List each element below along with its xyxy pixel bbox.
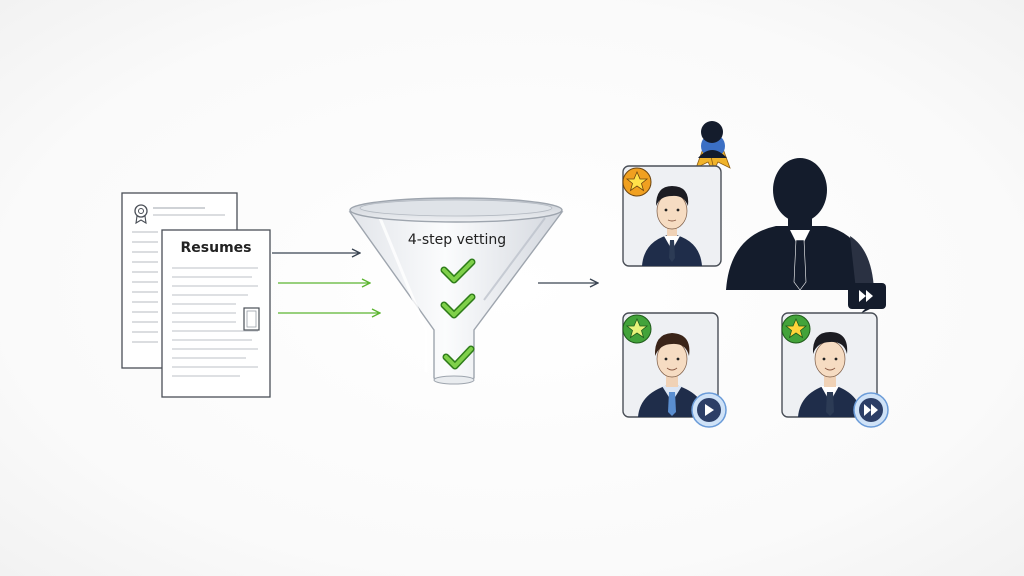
star-badge-icon [622,314,652,344]
play-video-icon[interactable] [853,392,889,428]
checkmark-icon [442,345,475,370]
candidate-card[interactable] [622,312,727,428]
resumes-label: Resumes [180,240,252,256]
checkmark-icon [440,258,476,284]
photo-placeholder-icon [243,307,260,331]
resume-front-document [161,229,271,398]
person-silhouette-icon [726,158,874,291]
candidate-card[interactable] [622,165,722,267]
funnel-icon [348,197,564,385]
checkmark-icon [440,293,476,319]
award-ribbon-icon [134,204,148,225]
play-video-icon[interactable] [691,392,727,428]
play-video-icon[interactable] [848,283,886,314]
award-ribbon-icon [695,121,731,172]
candidate-card[interactable] [781,312,889,428]
star-badge-icon [781,314,811,344]
star-badge-icon [622,167,652,197]
vetting-label: 4-step vetting [407,232,507,248]
